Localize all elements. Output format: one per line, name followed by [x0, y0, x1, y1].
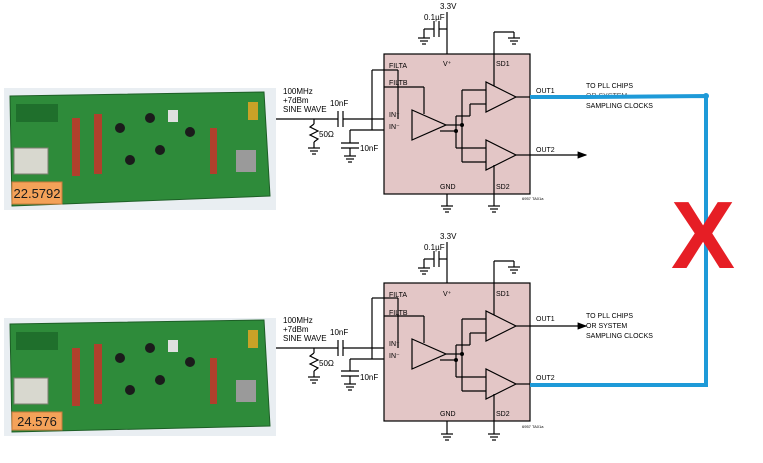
top-pin-out2: OUT2 [536, 147, 555, 154]
top-pin-vplus: V⁺ [443, 61, 452, 68]
top-resistor-label: 50Ω [319, 130, 334, 139]
bottom-drawing-id: 6957 TA01a [522, 424, 544, 429]
bottom-board-frequency-label: 24.576 [17, 414, 57, 429]
top-supply-label: 3.3V [440, 2, 457, 11]
bottom-circuit: 24.576 100MHz +7dBm SINE WAVE [4, 232, 653, 441]
top-circuit: 22.5792 100MHz +7dBm SINE WAVE [4, 2, 653, 213]
top-out1-dest-line-3: SAMPLING CLOCKS [586, 103, 653, 110]
top-input-network [276, 69, 408, 163]
blue-wire-junction [703, 93, 709, 99]
top-decoupling-cap-label: 0.1µF [424, 13, 445, 22]
top-pin-in-minus: IN⁻ [389, 124, 400, 131]
red-cross-mark: X [671, 182, 735, 289]
bottom-input-line-3: SINE WAVE [283, 334, 327, 343]
top-board-frequency-label: 22.5792 [14, 186, 61, 201]
bottom-input-line-2: +7dBm [283, 325, 309, 334]
bottom-filter-cap-label: 10nF [360, 373, 378, 382]
top-pin-gnd: GND [440, 184, 456, 191]
top-pin-filta: FILTA [389, 63, 407, 70]
top-out1-dest-line-1: TO PLL CHIPS [586, 83, 633, 90]
bottom-pin-out2: OUT2 [536, 375, 555, 382]
top-input-line-3: SINE WAVE [283, 105, 327, 114]
bottom-ic-body [383, 282, 531, 422]
top-input-line-2: +7dBm [283, 96, 309, 105]
top-drawing-id: 6957 TA01a [522, 196, 544, 201]
bottom-pin-filta: FILTA [389, 292, 407, 299]
top-coupling-cap-label: 10nF [330, 99, 348, 108]
bottom-pin-gnd: GND [440, 411, 456, 418]
bottom-pin-in-plus: IN⁺ [389, 341, 400, 348]
bottom-pin-sd1: SD1 [496, 291, 510, 298]
top-input-line-1: 100MHz [283, 87, 313, 96]
bottom-out1-dest-line-3: SAMPLING CLOCKS [586, 333, 653, 340]
bottom-resistor-label: 50Ω [319, 359, 334, 368]
bottom-pcb-board-image: 24.576 [4, 318, 276, 436]
bottom-supply-label: 3.3V [440, 232, 457, 241]
top-pcb-board-image: 22.5792 [4, 88, 276, 210]
top-pin-sd2: SD2 [496, 184, 510, 191]
bottom-decoupling-cap-label: 0.1µF [424, 243, 445, 252]
top-pin-out1: OUT1 [536, 88, 555, 95]
top-ic-body [383, 53, 531, 195]
bottom-pin-in-minus: IN⁻ [389, 353, 400, 360]
top-supply-network [418, 12, 520, 213]
top-pin-sd1: SD1 [496, 61, 510, 68]
top-pin-in-plus: IN⁺ [389, 112, 400, 119]
bottom-input-line-1: 100MHz [283, 316, 313, 325]
bottom-out1-dest-line-1: TO PLL CHIPS [586, 313, 633, 320]
bottom-out1-dest-line-2: OR SYSTEM [586, 323, 627, 330]
bottom-coupling-cap-label: 10nF [330, 328, 348, 337]
bottom-pin-vplus: V⁺ [443, 291, 452, 298]
blue-connection-wire [530, 93, 708, 387]
bottom-pin-sd2: SD2 [496, 411, 510, 418]
top-filter-cap-label: 10nF [360, 144, 378, 153]
bottom-supply-network [418, 242, 520, 441]
bottom-pin-out1: OUT1 [536, 316, 555, 323]
